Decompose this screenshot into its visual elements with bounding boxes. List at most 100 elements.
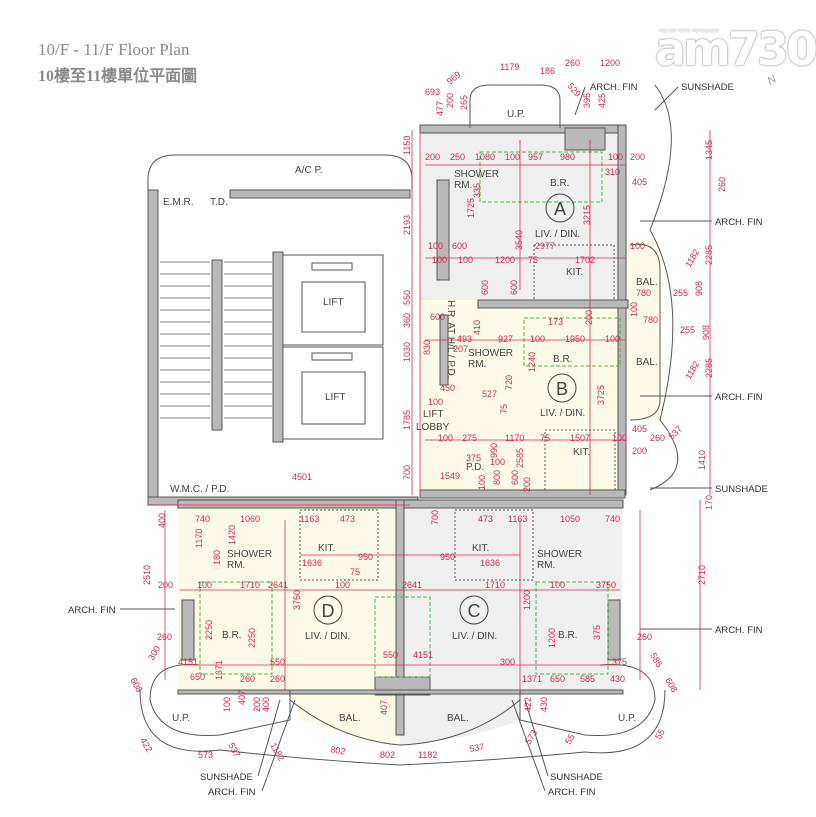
- dimension-label: 2510: [142, 565, 152, 585]
- dimension-label: 4501: [292, 472, 312, 482]
- room-d-shower: SHOWER: [227, 549, 272, 560]
- dimension-label: 700: [430, 510, 440, 525]
- dimension-label: 2585: [515, 448, 525, 468]
- dimension-label: 3215: [582, 205, 592, 225]
- dimension-label: 650: [190, 672, 205, 682]
- dimension-label: 1050: [560, 514, 580, 524]
- lift-panel-2: [311, 352, 353, 361]
- dimension-label: 335: [472, 183, 482, 198]
- dimension-label: 1179: [500, 62, 519, 72]
- dimension-label: 405: [632, 177, 647, 187]
- dimension-label: 300: [146, 644, 162, 662]
- dimension-label: 100: [629, 302, 639, 317]
- dimension-label: 450: [440, 383, 455, 393]
- dimension-label: 2250: [204, 620, 214, 640]
- north-arrow-label: N: [766, 73, 779, 87]
- dimension-label: 200: [632, 446, 647, 456]
- dimension-label: 100: [222, 697, 232, 712]
- dimension-label: 693: [425, 87, 440, 97]
- sunshade-curve-bottom: [139, 689, 666, 766]
- plan-title-chinese: 10樓至11樓單位平面圖: [38, 68, 198, 85]
- dimension-label: 1702: [575, 255, 595, 265]
- svg-text:D: D: [322, 601, 335, 621]
- dimension-label: 1170: [505, 433, 524, 443]
- dimension-label: 600: [509, 280, 519, 295]
- dimension-label: 650: [550, 674, 565, 684]
- svg-text:A: A: [554, 199, 566, 219]
- dimension-label: 1200: [600, 58, 620, 68]
- ac-platform-outline: [147, 154, 413, 190]
- core-west-wall: [147, 189, 159, 501]
- callout-arch-fin-bottom-left: ARCH. FIN: [208, 787, 256, 798]
- dimension-label: 100: [630, 241, 645, 251]
- lift-cabin-2: [301, 371, 366, 425]
- dimension-label: 950: [440, 552, 455, 562]
- room-b-balcony: BAL.: [636, 357, 658, 368]
- dimension-label: 550: [383, 650, 398, 660]
- dimension-label: 1060: [240, 514, 260, 524]
- callout-arch-fin-right-1: ARCH. FIN: [715, 217, 763, 228]
- room-wmc-pd: W.M.C. / P.D.: [170, 484, 229, 495]
- dimension-label: 430: [610, 674, 625, 684]
- dimension-label: 410: [472, 320, 482, 335]
- dimension-label: 1182: [683, 359, 701, 381]
- dimension-label: 260: [565, 58, 580, 68]
- dimension-label: 493: [457, 334, 472, 344]
- dimension-label: 1200: [495, 255, 515, 265]
- svg-text:C: C: [468, 601, 481, 621]
- dimension-label: 75: [540, 433, 550, 443]
- bed-outline-c: [535, 581, 609, 675]
- unit-cd-south-wall: [177, 689, 624, 695]
- room-d-shower-rm: RM.: [227, 560, 245, 571]
- dimension-label: 800: [492, 470, 502, 485]
- dimension-label: 585: [580, 674, 595, 684]
- dimension-label: 395: [582, 93, 592, 108]
- dimension-label: 2250: [247, 628, 257, 648]
- dimension-label: 908: [701, 325, 711, 340]
- dimension-label: 200: [425, 152, 440, 162]
- dimension-label: 550: [402, 290, 412, 305]
- unit-c-area: [400, 500, 622, 690]
- dimension-label: 908: [694, 281, 704, 296]
- dimension-label: 75: [528, 255, 538, 265]
- room-c-bedroom: B.R.: [558, 630, 577, 641]
- dimension-label: 400: [261, 697, 271, 712]
- dimension-label: 265: [459, 95, 469, 110]
- dimension-label: 200: [630, 152, 645, 162]
- dimension-label: 1725: [466, 198, 476, 218]
- unit-ab-party-wall: [477, 299, 629, 309]
- dimension-label: 529: [565, 81, 582, 99]
- dimension-label: 200: [252, 697, 262, 712]
- dimension-label: 1371: [522, 674, 542, 684]
- svg-text:B: B: [556, 379, 568, 399]
- room-a-bedroom: B.R.: [550, 178, 569, 189]
- room-emr: E.M.R.: [163, 197, 194, 208]
- room-c-shower: SHOWER: [537, 549, 582, 560]
- dimension-label: 100: [550, 580, 565, 590]
- dimension-label: 600: [452, 241, 467, 251]
- dimension-label: 1710: [485, 580, 505, 590]
- lift-1-label: LIFT: [323, 297, 344, 308]
- callout-sunshade-top: SUNSHADE: [681, 82, 734, 93]
- room-b-shower-rm: RM.: [468, 359, 486, 370]
- kitchen-a-counter: [533, 244, 615, 301]
- room-c-utility: U.P.: [618, 713, 636, 724]
- dimension-label: 585: [648, 651, 664, 669]
- dimension-label: 1636: [302, 558, 322, 568]
- room-a-balcony: BAL.: [636, 277, 658, 288]
- room-hr-pd: H.R. AT H/L / P.D.: [445, 300, 456, 379]
- dimension-label: 537: [469, 742, 486, 754]
- dimension-label: 1636: [480, 558, 500, 568]
- dimension-label: 2641: [268, 580, 288, 590]
- room-c-living: LIV. / DIN.: [452, 631, 497, 642]
- room-b-shower: SHOWER: [468, 348, 513, 359]
- dimension-label: 3750: [596, 580, 616, 590]
- dimension-label: 200: [584, 310, 594, 325]
- dimension-label: 802: [330, 744, 347, 756]
- dimension-label: 375: [592, 625, 602, 640]
- unit-a-west-wall: [436, 179, 450, 281]
- callout-sunshade-bottom-right: SUNSHADE: [550, 772, 603, 783]
- dimension-label: 186: [540, 66, 555, 76]
- dimension-label: 255: [680, 325, 695, 335]
